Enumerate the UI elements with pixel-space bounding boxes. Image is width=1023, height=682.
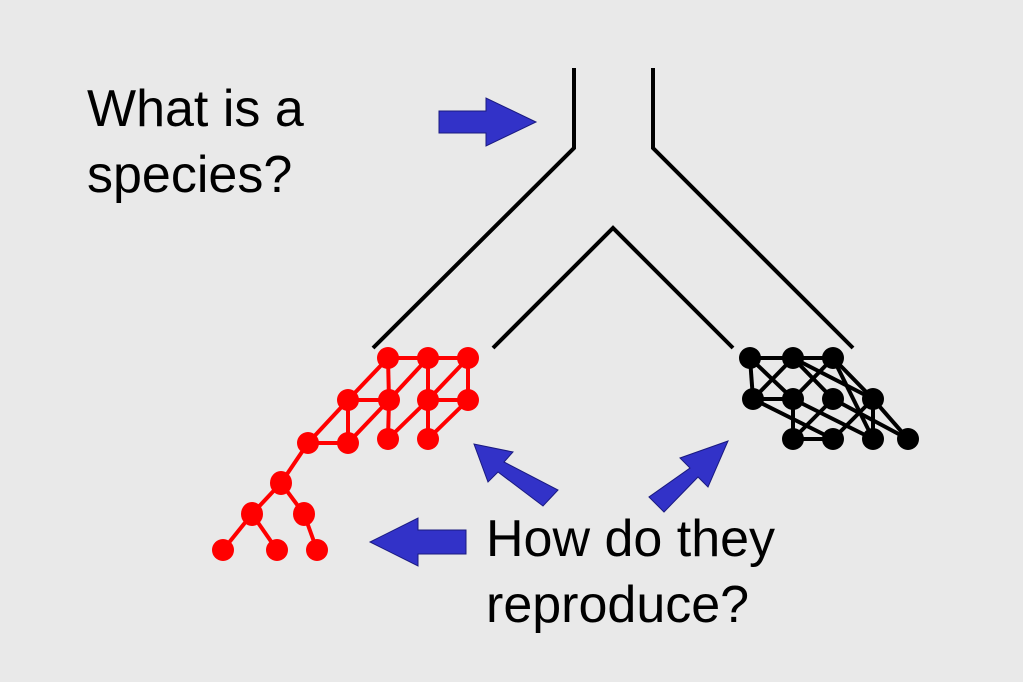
red-individual	[293, 502, 315, 526]
black-individual	[822, 388, 844, 410]
red-individual	[457, 347, 479, 369]
red-individual	[417, 428, 439, 450]
red-individual	[378, 389, 400, 411]
red-individual	[212, 539, 234, 561]
arrows	[368, 97, 729, 567]
red-individual	[270, 471, 292, 495]
reproduce-question: How do they reproduce?	[486, 510, 776, 634]
red-individual	[337, 389, 359, 411]
up-right-arrow-icon	[648, 440, 729, 513]
red-population	[212, 347, 479, 561]
black-individual	[897, 428, 919, 450]
red-individual	[337, 432, 359, 454]
species-question: What is a species?	[87, 80, 304, 204]
black-individual	[739, 347, 761, 369]
right-arrow-icon	[438, 97, 538, 147]
trunk-right-edge	[651, 68, 855, 350]
red-individual	[297, 432, 319, 454]
left-arrow-icon	[368, 517, 467, 567]
black-individual	[782, 347, 804, 369]
black-individual	[742, 388, 764, 410]
red-individual	[377, 428, 399, 450]
trunk-left-edge	[371, 68, 576, 350]
black-individual	[822, 347, 844, 369]
red-population-nodes	[212, 347, 479, 561]
tree-branches	[371, 68, 855, 350]
red-individual	[457, 389, 479, 411]
red-individual	[417, 389, 439, 411]
red-individual	[306, 539, 328, 561]
black-individual	[782, 428, 804, 450]
fork-inner-edge	[491, 225, 735, 350]
red-individual	[266, 539, 288, 561]
black-individual	[782, 388, 804, 410]
black-individual	[862, 428, 884, 450]
black-population	[739, 347, 919, 450]
up-left-arrow-icon	[473, 443, 559, 507]
black-population-nodes	[739, 347, 919, 450]
black-individual	[862, 388, 884, 410]
red-individual	[377, 347, 399, 369]
red-individual	[241, 502, 263, 526]
black-individual	[822, 428, 844, 450]
red-individual	[417, 347, 439, 369]
